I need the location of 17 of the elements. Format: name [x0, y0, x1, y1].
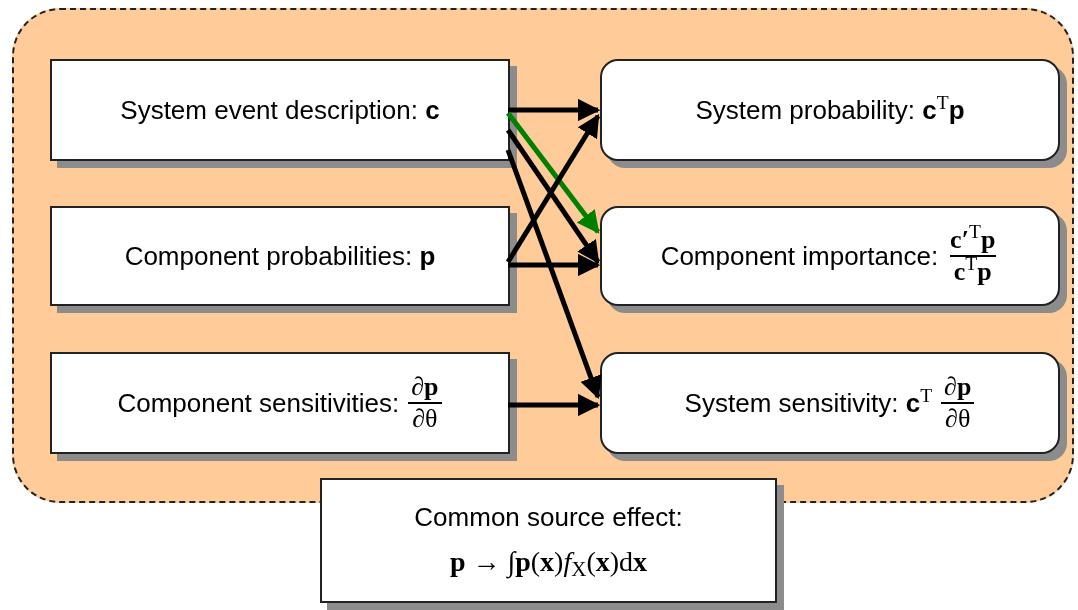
node-label: System event description: c [120, 93, 440, 127]
node-label: Component probabilities: p [124, 239, 436, 273]
fraction: ∂p ∂θ [940, 372, 976, 434]
arrow [508, 98, 601, 122]
node-label: System sensitivity: c$^{T}$ [684, 383, 933, 420]
node-label: System probability: c$^{T}$p [695, 90, 965, 127]
node-heading: Common source effect: [414, 501, 683, 534]
arrow [505, 149, 602, 400]
formula: p → ∫p(x)f$_{X}$(x)dx [449, 545, 648, 583]
fraction: c′$^{T}$p c$^{T}$p [948, 225, 997, 287]
node-label: Component sensitivities: [117, 386, 400, 420]
node-label: Component importance: [660, 239, 939, 273]
fraction: ∂p ∂θ [407, 372, 443, 434]
arrow [508, 253, 601, 277]
dashed-region [12, 8, 1074, 503]
arrow [508, 393, 601, 417]
arrow [506, 111, 600, 234]
